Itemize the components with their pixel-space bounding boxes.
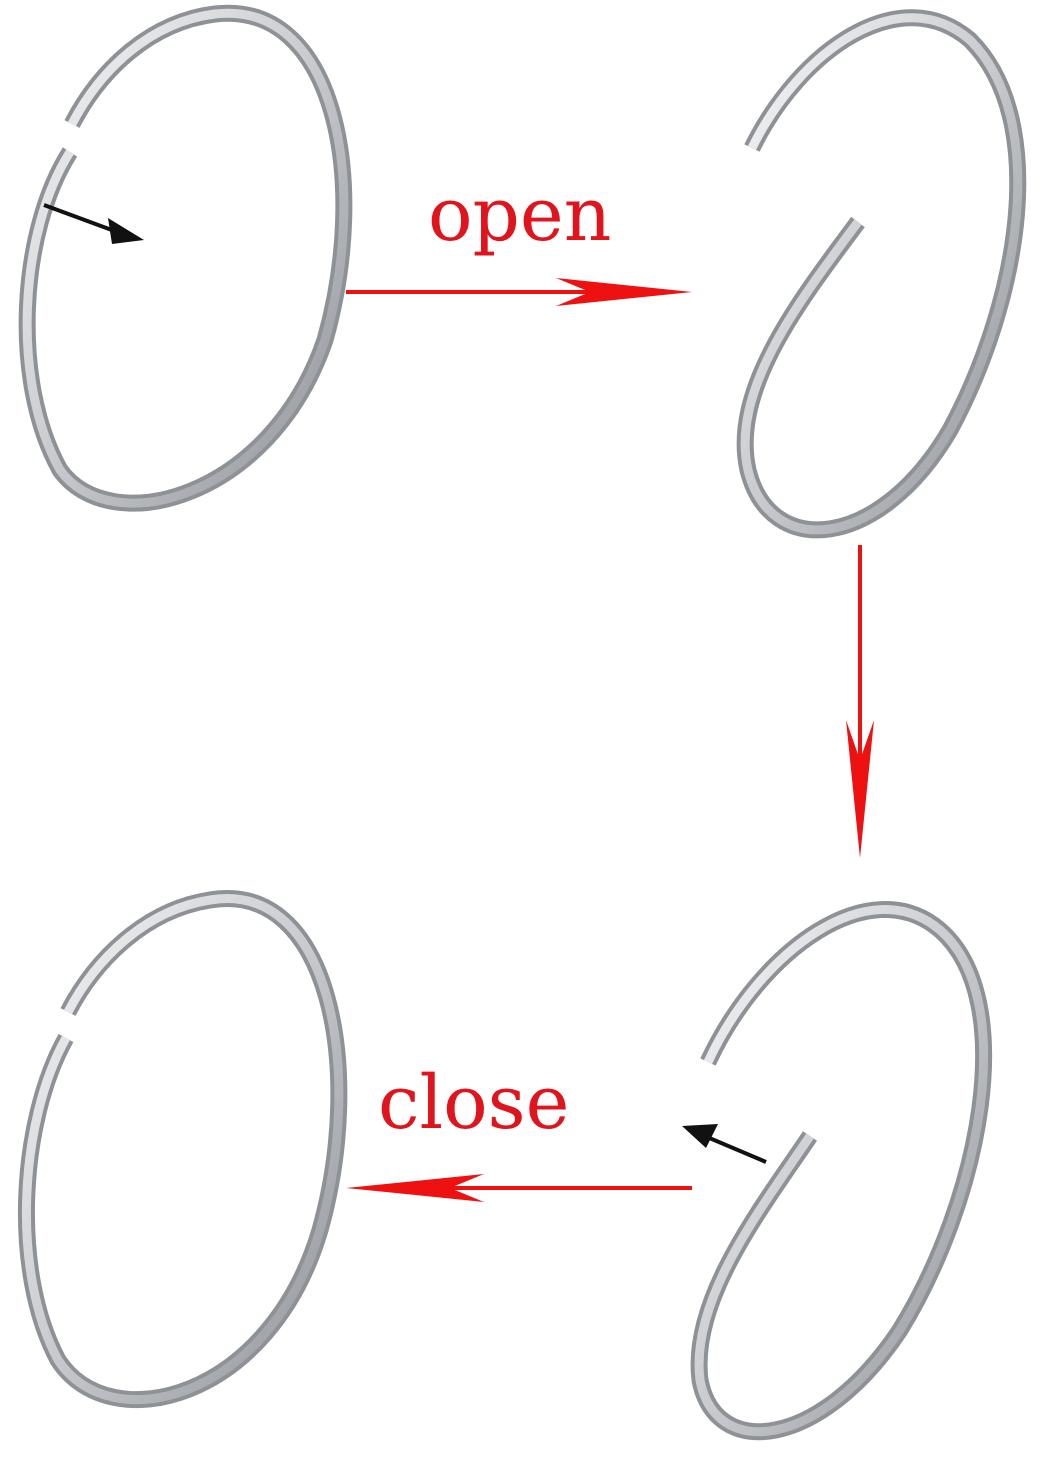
ring-closing-bottom-right bbox=[682, 901, 993, 1441]
ring-closed-top-left bbox=[18, 4, 353, 512]
arrow-down bbox=[846, 545, 874, 858]
label-close: close bbox=[378, 1060, 570, 1146]
ring-highlight bbox=[22, 8, 349, 508]
ring-open-top-right bbox=[736, 9, 1027, 539]
arrow-down-head bbox=[846, 720, 874, 858]
label-open: open bbox=[428, 172, 612, 258]
ring-outline bbox=[17, 890, 348, 1409]
arrow-open bbox=[346, 278, 692, 306]
ring-highlight bbox=[740, 13, 1023, 535]
pointer-arrow-head bbox=[682, 1124, 718, 1148]
arrow-close-head bbox=[346, 1174, 484, 1202]
arrow-close bbox=[346, 1174, 692, 1202]
ring-closed-bottom-left bbox=[17, 890, 348, 1409]
pointer-arrow-line bbox=[699, 1132, 767, 1164]
pointer-arrow-head bbox=[108, 218, 144, 244]
arrow-open-head bbox=[556, 278, 692, 306]
ring-highlight bbox=[694, 905, 989, 1437]
ring-outline bbox=[690, 901, 993, 1441]
ring-highlight bbox=[21, 894, 344, 1405]
ring-outline bbox=[18, 4, 353, 512]
